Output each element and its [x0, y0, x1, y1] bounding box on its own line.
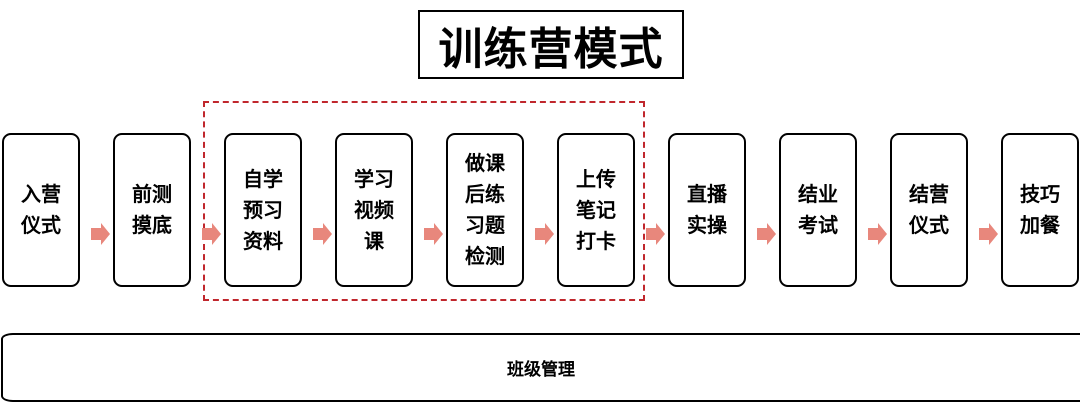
step-label-line: 考试 — [798, 213, 838, 237]
highlight-group-dashed-border — [203, 101, 645, 301]
step-label-line: 入营 — [21, 182, 61, 206]
step-label-line: 仪式 — [21, 213, 61, 237]
step-label-line: 自学 — [243, 166, 283, 191]
step-label-line: 后练 — [465, 182, 505, 206]
bar-label: 班级管理 — [507, 360, 575, 380]
process-step: 自学预习资料 — [224, 133, 302, 287]
step-label-line: 打卡 — [576, 228, 616, 253]
arrow-right-icon — [646, 223, 665, 245]
arrow-right-icon — [202, 223, 221, 245]
step-label-line: 做课 — [465, 151, 505, 175]
step-label-line: 加餐 — [1020, 213, 1060, 237]
process-step: 做课后练习题检测 — [446, 133, 524, 287]
arrow-right-icon — [91, 223, 110, 245]
diagram-title: 训练营模式 — [418, 10, 684, 79]
arrow-right-icon — [424, 223, 443, 245]
class-management-bar: 班级管理 — [1, 333, 1080, 402]
step-label-line: 学习 — [354, 166, 394, 191]
process-step: 技巧加餐 — [1001, 133, 1079, 287]
process-step: 结营仪式 — [890, 133, 968, 287]
step-label-line: 上传 — [576, 166, 616, 191]
step-label-line: 仪式 — [909, 213, 949, 237]
process-step: 入营仪式 — [2, 133, 80, 287]
arrow-right-icon — [868, 223, 887, 245]
step-label-line: 课 — [364, 228, 384, 253]
process-step: 上传笔记打卡 — [557, 133, 635, 287]
process-step: 结业考试 — [779, 133, 857, 287]
step-label-line: 预习 — [243, 197, 283, 222]
step-label-line: 实操 — [687, 213, 727, 237]
step-label-line: 结业 — [798, 182, 838, 206]
process-step: 前测摸底 — [113, 133, 191, 287]
process-step: 学习视频课 — [335, 133, 413, 287]
arrow-right-icon — [979, 223, 998, 245]
step-label-line: 视频 — [354, 197, 394, 222]
step-label-line: 检测 — [465, 244, 505, 268]
arrow-right-icon — [313, 223, 332, 245]
step-label-line: 结营 — [909, 182, 949, 206]
step-label-line: 笔记 — [576, 197, 616, 222]
step-label-line: 技巧 — [1020, 182, 1060, 206]
step-label-line: 资料 — [243, 228, 283, 253]
step-label-line: 直播 — [687, 182, 727, 206]
step-label-line: 前测 — [132, 182, 172, 206]
step-label-line: 摸底 — [132, 213, 172, 237]
arrow-right-icon — [535, 223, 554, 245]
arrow-right-icon — [757, 223, 776, 245]
step-label-line: 习题 — [465, 213, 505, 237]
process-step: 直播实操 — [668, 133, 746, 287]
